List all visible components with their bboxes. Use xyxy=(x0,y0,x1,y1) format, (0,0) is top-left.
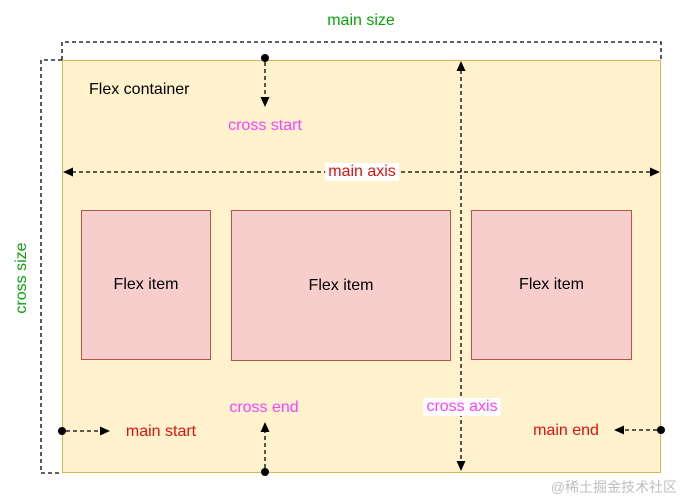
flex-item-label: Flex item xyxy=(519,276,584,293)
main-start-label: main start xyxy=(125,423,197,440)
watermark: @稀土掘金技术社区 xyxy=(550,479,677,495)
main-size-bracket xyxy=(61,41,662,60)
flex-item-3: Flex item xyxy=(471,210,632,360)
dashed-bracket xyxy=(61,41,662,60)
dashed-bracket xyxy=(40,59,62,474)
cross-end-label: cross end xyxy=(229,399,299,416)
flex-item-label: Flex item xyxy=(113,276,179,293)
cross-size-bracket xyxy=(40,59,62,474)
flex-container-label: Flex container xyxy=(89,81,190,98)
main-end-label: main end xyxy=(533,422,599,439)
cross-size-label: cross size xyxy=(13,242,30,314)
flex-item-label: Flex item xyxy=(308,276,374,294)
flex-item-1: Flex item xyxy=(81,210,211,360)
cross-start-label: cross start xyxy=(228,117,302,134)
flex-item-2: Flex item xyxy=(231,210,451,361)
main-axis-label: main axis xyxy=(325,163,399,181)
cross-axis-label: cross axis xyxy=(423,398,501,416)
main-size-label: main size xyxy=(327,12,395,29)
